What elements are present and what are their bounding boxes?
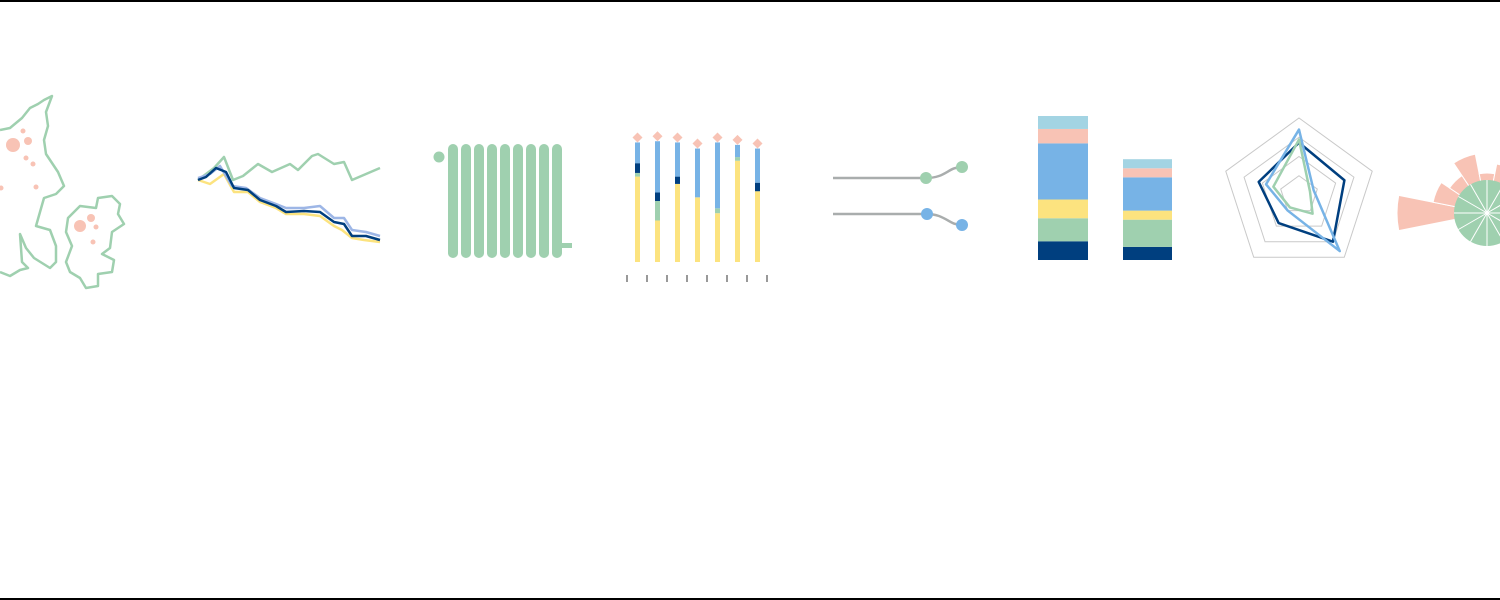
slope-lines-icon — [833, 161, 968, 231]
radiator-knob — [433, 151, 445, 163]
radar-chart-icon — [1225, 117, 1373, 258]
column-marker — [692, 138, 703, 149]
column-marker — [652, 131, 663, 142]
column-segment — [635, 163, 640, 173]
bar-segment — [1038, 199, 1088, 219]
radar-grid-ring — [1225, 117, 1373, 258]
column-segment — [715, 208, 720, 214]
column-marker — [672, 132, 683, 143]
polar-spoke — [1458, 212, 1488, 230]
line-series-periwinkle — [197, 164, 381, 238]
slope-dot — [956, 161, 968, 173]
polar-spoke — [1458, 196, 1488, 214]
polar-spoke — [1470, 212, 1488, 242]
radiator-fin — [526, 144, 536, 258]
slope-dot — [921, 208, 933, 220]
column-segment — [695, 197, 700, 262]
column-segment — [675, 176, 680, 184]
map-bubble — [93, 224, 99, 230]
column-segment — [755, 148, 760, 183]
bar-segment — [1038, 241, 1088, 260]
bar-segment — [1038, 218, 1088, 242]
polar-slice — [1396, 194, 1488, 232]
map-bubble — [33, 184, 39, 190]
polar-area-chart-icon — [1396, 153, 1500, 246]
column-marker — [752, 138, 763, 149]
bar-segment — [1123, 210, 1172, 220]
bar-segment — [1123, 168, 1172, 178]
map-bubble — [87, 214, 95, 222]
column-segment — [715, 142, 720, 209]
column-segment — [655, 192, 660, 201]
column-segment — [735, 144, 740, 158]
radar-series — [1272, 138, 1314, 215]
map-outline-island — [64, 194, 126, 290]
bar-segment — [1038, 116, 1088, 129]
line-series-green — [197, 152, 381, 182]
column-segment — [655, 141, 660, 193]
column-segment — [675, 142, 680, 177]
radiator-fin — [461, 144, 471, 258]
column-segment — [755, 191, 760, 262]
map-with-bubbles-icon — [0, 94, 126, 290]
column-segment — [715, 213, 720, 262]
radiator-fin — [513, 144, 523, 258]
stacked-bar-comparison-icon — [1038, 116, 1172, 260]
map-bubble — [6, 138, 20, 152]
column-segment — [675, 183, 680, 262]
slope-dot — [956, 219, 968, 231]
line-chart-icon — [197, 152, 381, 244]
column-segment — [755, 182, 760, 192]
map-bubble — [74, 220, 86, 232]
column-marker — [712, 132, 723, 143]
radar-grid-ring — [1243, 136, 1355, 243]
stacked-column-chart-icon — [626, 131, 768, 282]
slope-line-upper — [833, 165, 963, 180]
column-segment — [735, 157, 740, 161]
column-marker — [732, 134, 743, 145]
polar-spoke — [1470, 184, 1488, 214]
polar-spoke — [1486, 204, 1500, 214]
radar-series — [1257, 141, 1346, 243]
column-segment — [635, 142, 640, 164]
map-bubble — [0, 185, 4, 191]
radiator-fin — [500, 144, 510, 258]
polar-spoke — [1486, 189, 1500, 214]
bar-segment — [1123, 177, 1172, 211]
bar-segment — [1038, 128, 1088, 144]
map-bubble — [90, 239, 96, 245]
radiator-fin — [552, 144, 562, 258]
bar-segment — [1038, 143, 1088, 200]
slope-dot — [920, 172, 932, 184]
column-segment — [695, 148, 700, 198]
slope-line-lower — [833, 212, 963, 227]
column-segment — [735, 160, 740, 262]
map-bubble — [30, 161, 36, 167]
radiator-fin — [448, 144, 458, 258]
map-bubble — [23, 155, 29, 161]
bar-segment — [1123, 159, 1172, 169]
map-bubble — [20, 128, 26, 134]
radar-series — [1264, 128, 1341, 253]
map-outline-mainland — [0, 94, 66, 278]
bar-segment — [1123, 246, 1172, 260]
column-segment — [655, 201, 660, 221]
radiator-pipe — [560, 243, 572, 248]
radiator-icon — [433, 144, 572, 258]
polar-spoke — [1486, 212, 1500, 237]
polar-spoke — [1486, 212, 1500, 222]
radiator-fin — [539, 144, 549, 258]
column-marker — [632, 132, 643, 143]
line-series-navy — [197, 166, 381, 242]
column-segment — [635, 176, 640, 262]
map-bubble — [24, 137, 32, 145]
radiator-fin — [474, 144, 484, 258]
column-segment — [655, 220, 660, 262]
radiator-fin — [487, 144, 497, 258]
column-segment — [635, 172, 640, 177]
bar-segment — [1123, 219, 1172, 247]
